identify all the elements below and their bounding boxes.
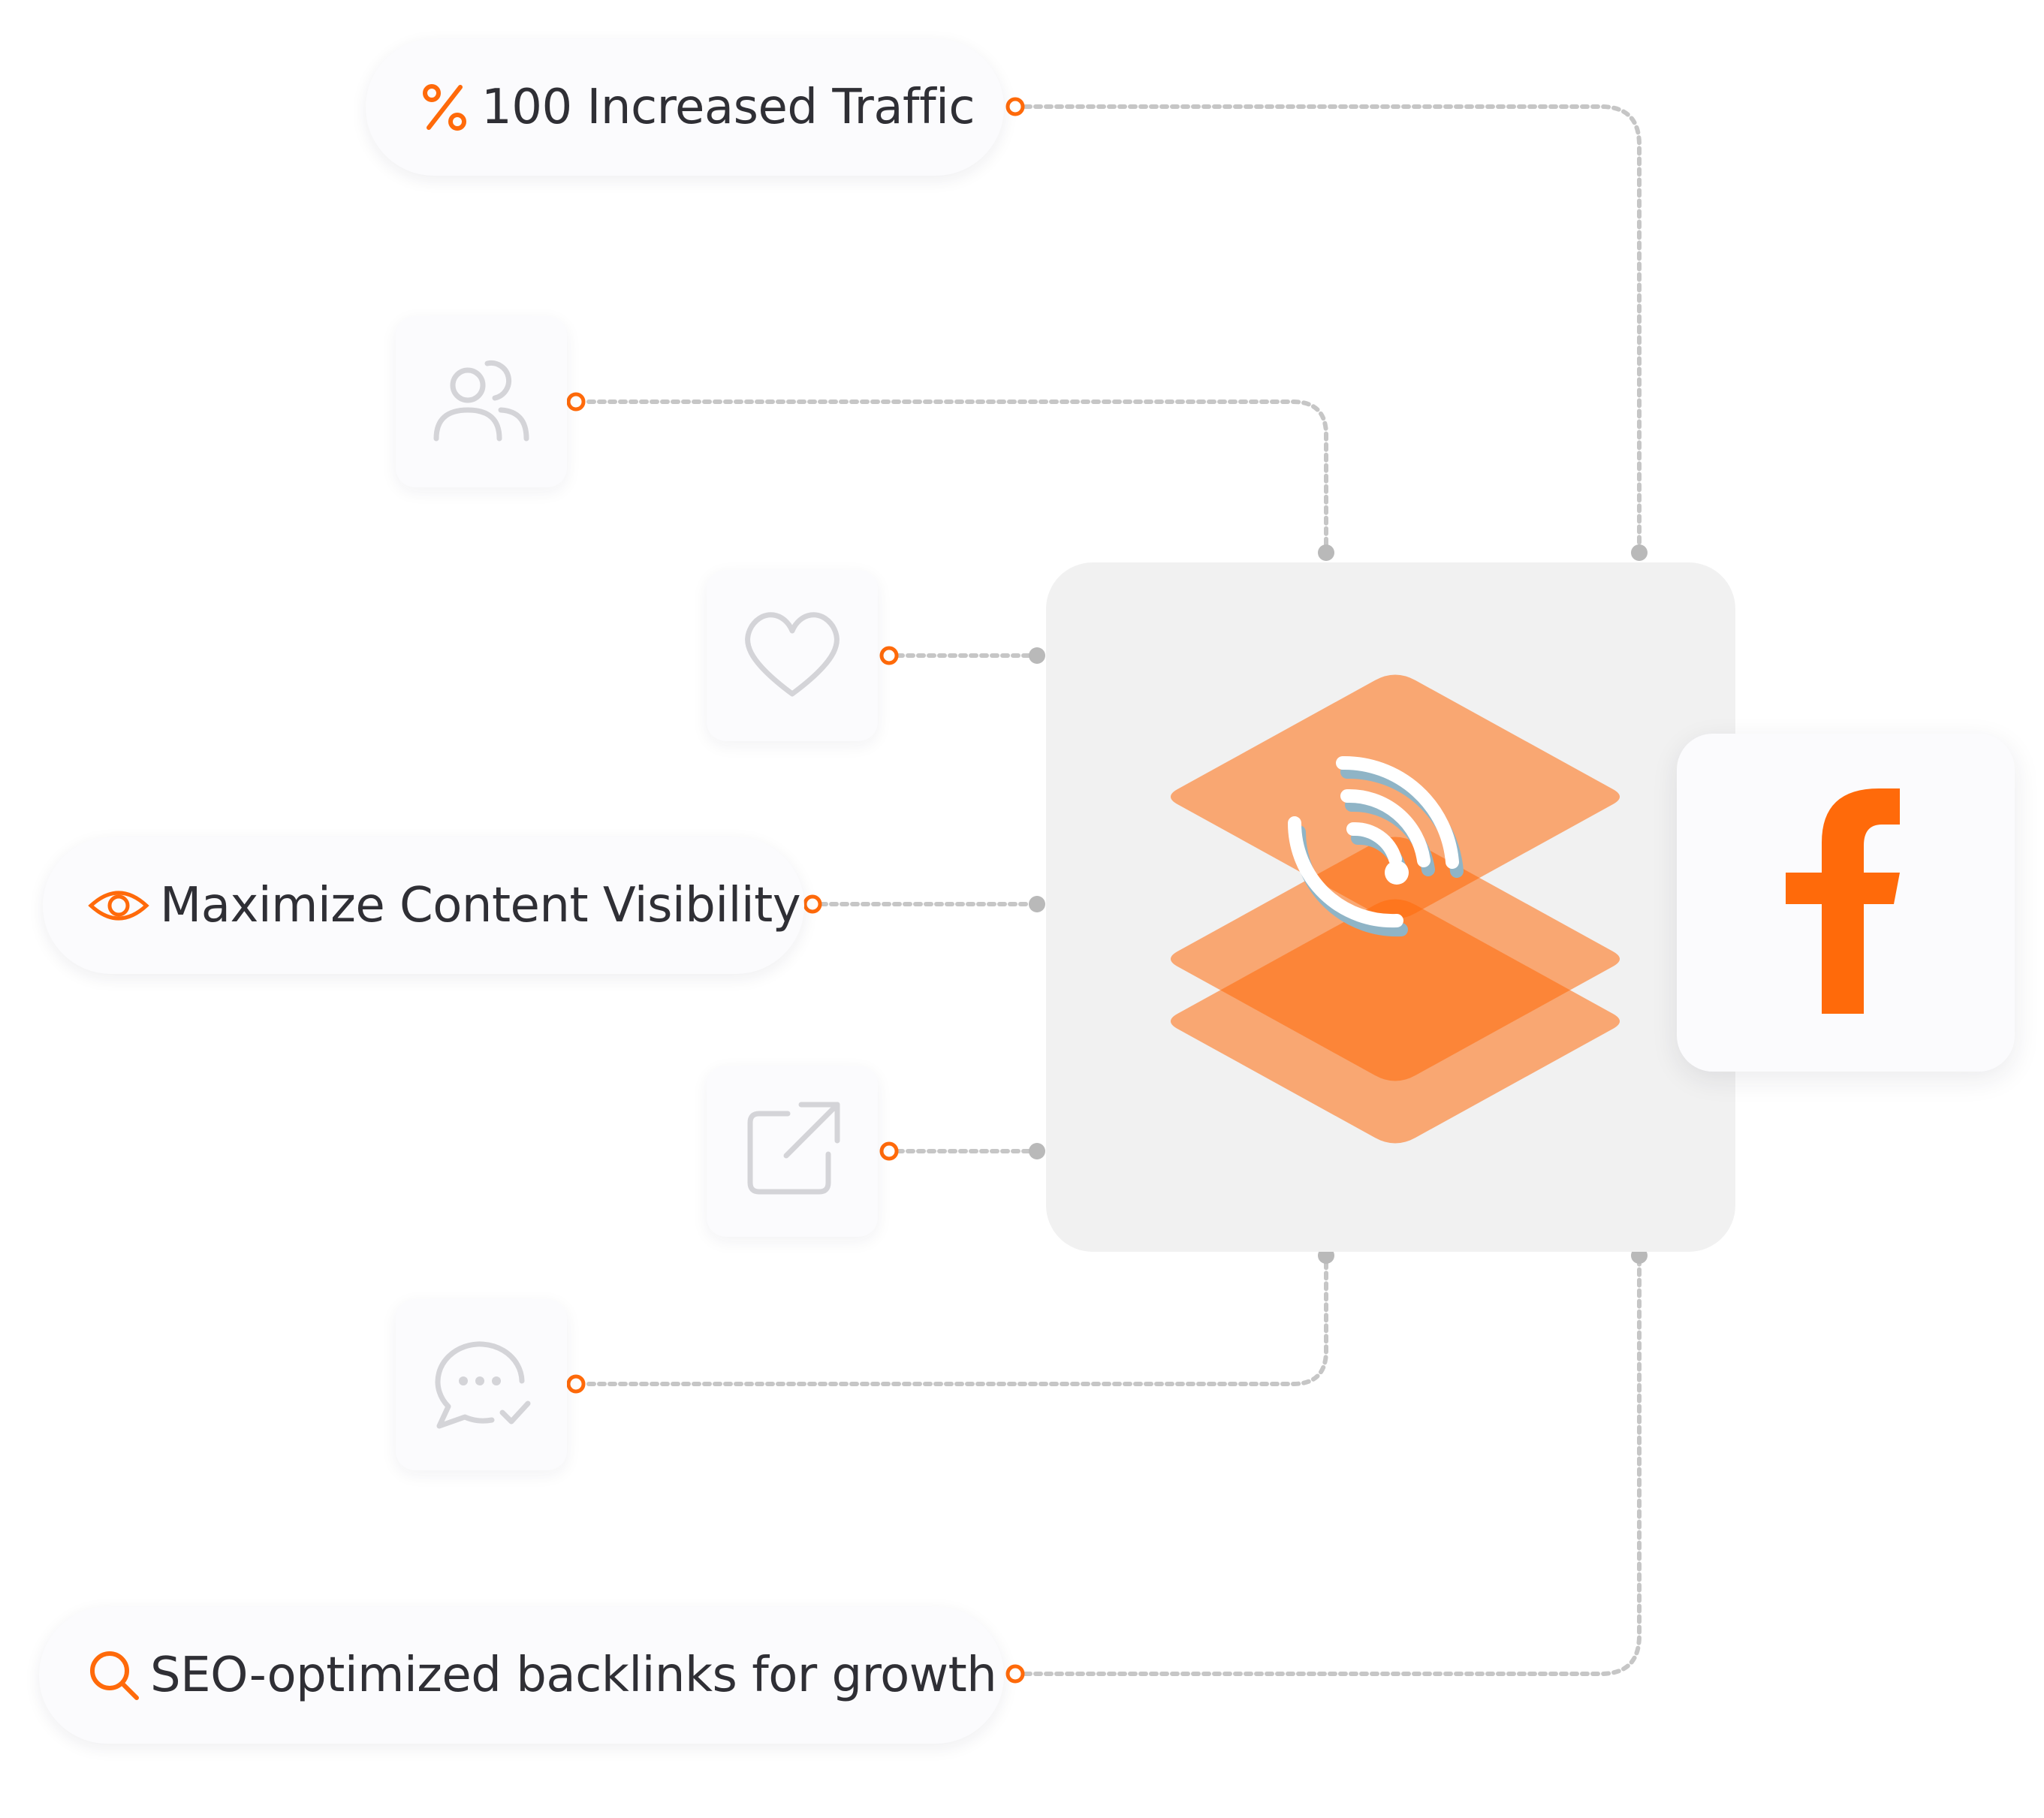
node-port-chat [566,1374,586,1394]
node-port-visibility [803,894,822,914]
seo-pill[interactable]: SEO-optimized backlinks for growth [39,1607,1004,1744]
hub-port-left-middle [1029,896,1045,912]
visibility-label: Maximize Content Visibility [160,878,801,933]
users-icon [429,351,534,452]
central-hub [1046,562,1735,1252]
search-icon [87,1648,141,1702]
traffic-label: 100 Increased Traffic [481,80,975,135]
connector-seo [1023,1254,1642,1676]
visibility-pill[interactable]: Maximize Content Visibility [43,837,804,974]
seo-label: SEO-optimized backlinks for growth [150,1648,997,1703]
node-port-heart [879,646,899,665]
chat-tile[interactable] [396,1299,567,1470]
node-port-seo [1005,1664,1025,1684]
eye-icon [88,885,149,927]
hub-port-left-top [1029,647,1045,664]
facebook-f-icon [1786,788,1906,1017]
external-link-icon [740,1097,845,1205]
heart-tile[interactable] [707,570,878,741]
node-port-users [566,392,586,412]
users-tile[interactable] [396,316,567,487]
percent-icon [418,81,471,134]
heart-icon [740,605,845,706]
facebook-tile[interactable] [1677,734,2015,1072]
connector-traffic [1023,104,1642,554]
hub-port-left-bottom [1029,1143,1045,1159]
hub-port-top-left [1318,544,1334,561]
node-port-external-link [879,1141,899,1161]
hub-port-top-right [1631,544,1648,561]
chat-check-icon [429,1334,534,1435]
connector-users [586,399,1328,554]
traffic-pill[interactable]: 100 Increased Traffic [366,39,1004,176]
node-port-traffic [1005,97,1025,116]
connector-chat [586,1254,1328,1386]
external-link-tile[interactable] [707,1066,878,1237]
stacked-layers-broadcast-icon [1162,664,1628,1152]
